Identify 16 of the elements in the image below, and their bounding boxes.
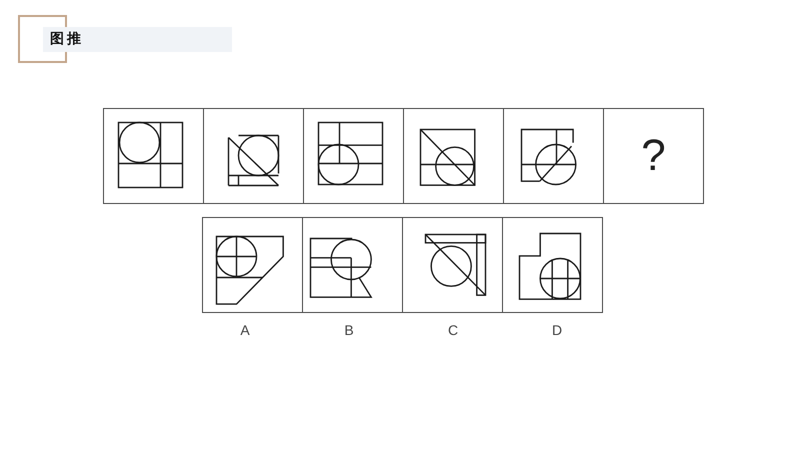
option-letter: B xyxy=(343,321,355,339)
puzzle-cell xyxy=(203,108,304,204)
puzzle-cell xyxy=(103,108,204,204)
puzzle-cell xyxy=(502,217,603,313)
puzzle-cell xyxy=(303,108,404,204)
puzzle-cell xyxy=(503,108,604,204)
puzzle-cell xyxy=(403,108,504,204)
puzzle-cell xyxy=(202,217,303,313)
option-letter: A xyxy=(239,321,251,339)
puzzle-cell xyxy=(603,108,704,204)
option-letter: D xyxy=(550,321,564,339)
puzzle-cell xyxy=(302,217,403,313)
option-letter: C xyxy=(446,321,460,339)
puzzle-cell xyxy=(402,217,503,313)
question-mark: ? xyxy=(641,134,666,178)
title: 图推 xyxy=(50,30,84,49)
